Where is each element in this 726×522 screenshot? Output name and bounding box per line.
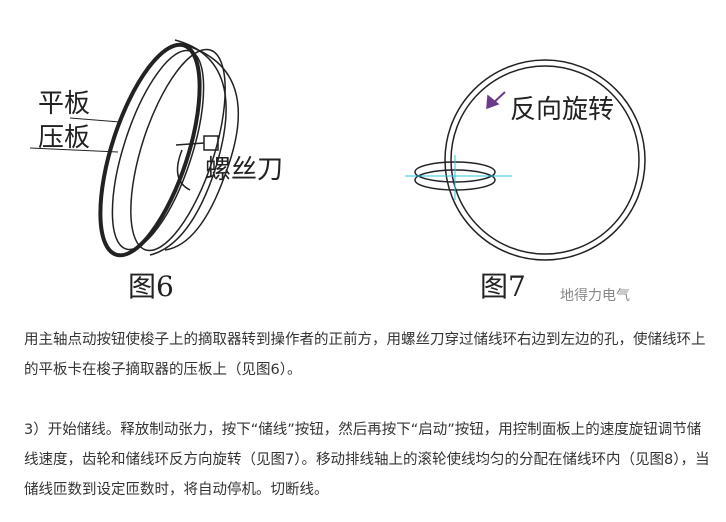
figure-7-drawing	[405, 59, 646, 261]
figure-6-drawing	[29, 39, 240, 258]
figure-6-caption: 图6	[128, 270, 174, 303]
watermark: 地得力电气	[560, 287, 630, 304]
figure-area: 平板 压板 螺丝刀 图6 反向旋转 图7 地得力电气	[29, 39, 646, 304]
label-press-plate: 压板	[38, 123, 90, 153]
figure-7-caption: 图7	[480, 270, 526, 303]
paragraph-1: 用主轴点动按钮使梭子上的摘取器转到操作者的正前方，用螺丝刀穿过储线环右边到左边的…	[24, 332, 706, 378]
label-flat-plate: 平板	[38, 89, 90, 119]
label-reverse-rotation: 反向旋转	[510, 95, 614, 125]
paragraph-2: 3）开始储线。释放制动张力，按下“储线”按钮，然后再按下“启动”按钮，用控制面板…	[24, 422, 710, 498]
label-screwdriver: 螺丝刀	[205, 155, 283, 185]
